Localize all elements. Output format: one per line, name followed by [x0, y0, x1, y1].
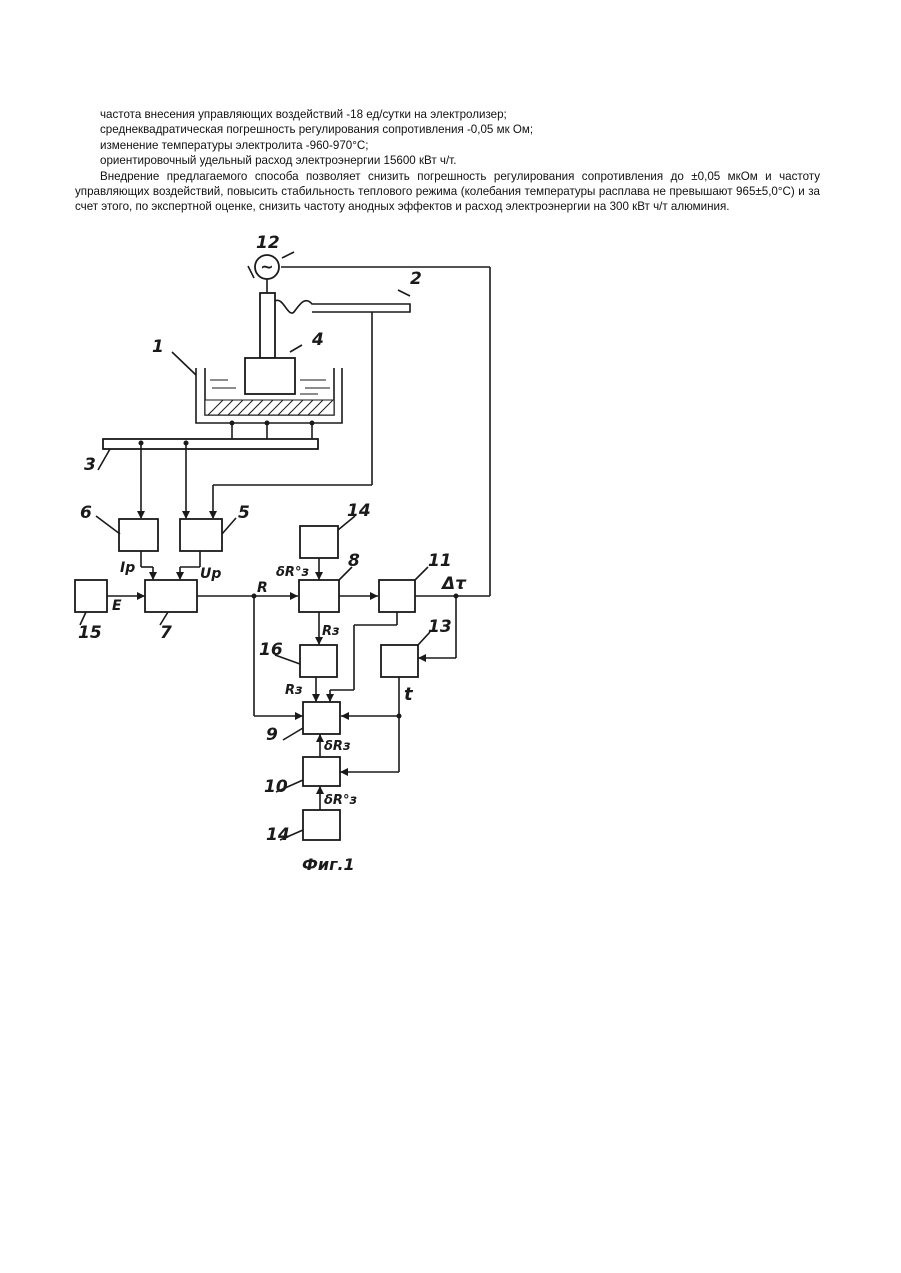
block-5 [180, 519, 222, 551]
label-11: 11 [428, 551, 452, 571]
block-10 [303, 757, 340, 786]
signal-dRz0-top: δR°з [276, 565, 309, 580]
signal-up: Uр [200, 566, 221, 582]
signal-t: t [404, 684, 414, 705]
signal-r: R [257, 580, 268, 596]
label-15: 15 [78, 623, 102, 643]
label-1: 1 [152, 337, 164, 357]
block-14-bottom [303, 810, 340, 840]
signal-rz-16: Rз [285, 683, 303, 698]
signal-dRz: δRз [324, 739, 351, 754]
label-9: 9 [266, 725, 278, 745]
label-3: 3 [84, 455, 96, 475]
block-14-top [300, 526, 338, 558]
block-15 [75, 580, 107, 612]
signal-e: E [112, 598, 122, 614]
cathode-hatched [205, 400, 334, 415]
signal-dRz0-bottom: δR°з [324, 793, 357, 808]
block-8 [299, 580, 339, 612]
block-6 [119, 519, 158, 551]
label-12: 12 [256, 233, 280, 253]
label-16: 16 [259, 640, 283, 660]
label-8: 8 [348, 551, 360, 571]
signal-rz-8: Rз [322, 624, 340, 639]
block-16 [300, 645, 337, 677]
block-11 [379, 580, 415, 612]
anode-rod [260, 293, 275, 358]
label-14-bottom: 14 [266, 825, 290, 845]
cathode-busbar-3 [103, 439, 318, 449]
label-5: 5 [238, 503, 250, 523]
signal-ip: Iр [120, 560, 135, 576]
generator-symbol: ~ [260, 257, 273, 276]
block-13 [381, 645, 418, 677]
block-7 [145, 580, 197, 612]
label-13: 13 [428, 617, 452, 637]
label-14-top: 14 [347, 501, 371, 521]
block-9 [303, 702, 340, 734]
anode-block-4 [245, 358, 295, 394]
label-10: 10 [264, 777, 288, 797]
label-4: 4 [311, 330, 324, 350]
anode-busbar-2 [275, 300, 410, 313]
signal-dtau: Δτ [440, 574, 467, 594]
label-2: 2 [410, 269, 422, 289]
label-7: 7 [160, 623, 172, 643]
label-6: 6 [80, 503, 92, 523]
figure-caption: Фиг.1 [302, 855, 355, 874]
